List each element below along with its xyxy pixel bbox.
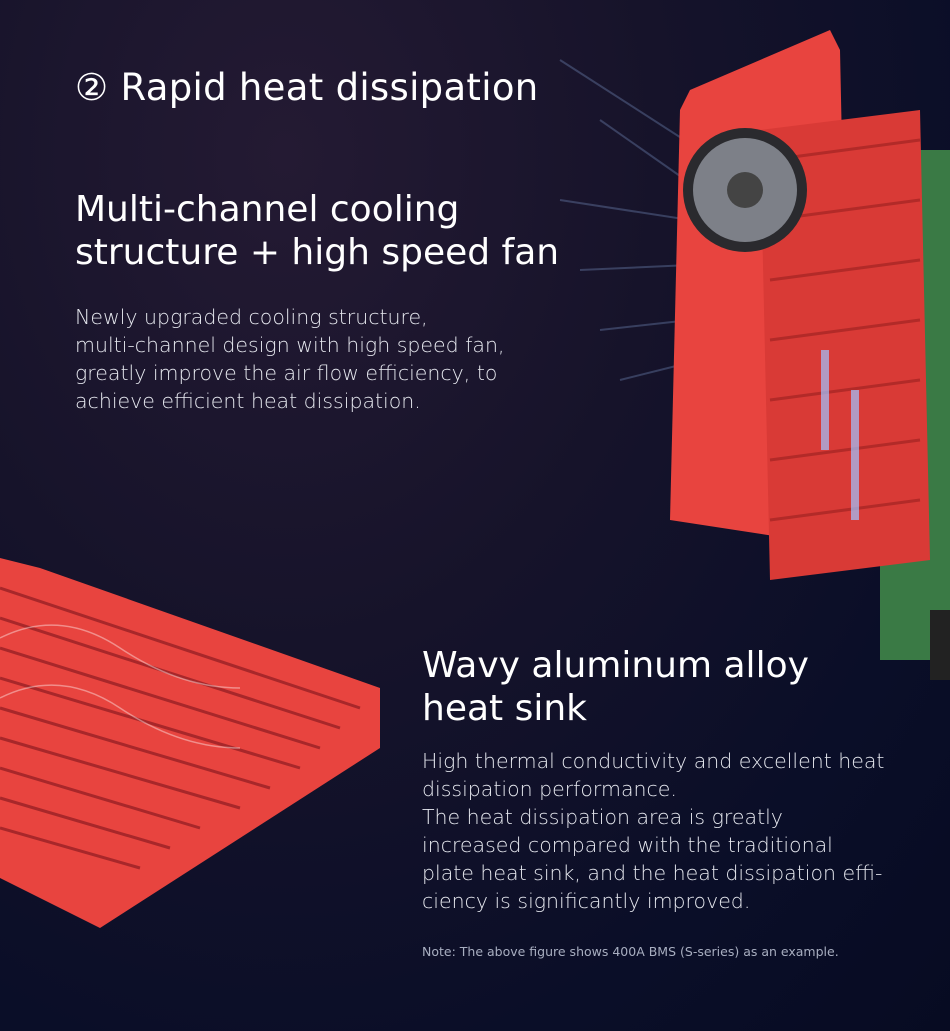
feature1-title: Multi-channel cooling structure + high s… [75, 188, 635, 274]
feature2-description: High thermal conductivity and excellent … [422, 747, 892, 915]
feature2-line: ciency is significantly improved. [422, 889, 751, 913]
feature2-line: increased compared with the traditional [422, 833, 833, 857]
feature2-line: High thermal conductivity and excellent … [422, 749, 885, 773]
feature2-line: The heat dissipation area is greatly [422, 805, 783, 829]
feature1-title-line: Multi-channel cooling [75, 189, 460, 230]
feature2-line: dissipation performance. [422, 777, 677, 801]
feature2-title: Wavy aluminum alloy heat sink [422, 644, 882, 730]
feature1-line: greatly improve the air flow efficiency,… [75, 361, 498, 385]
footnote: Note: The above figure shows 400A BMS (S… [422, 944, 839, 959]
feature2-line: plate heat sink, and the heat dissipatio… [422, 861, 883, 885]
wavy-heatsink-product-image [0, 558, 380, 928]
feature1-line: Newly upgraded cooling structure, [75, 305, 428, 329]
feature1-line: multi-channel design with high speed fan… [75, 333, 505, 357]
feature1-line: achieve efficient heat dissipation. [75, 389, 421, 413]
feature2-title-line: heat sink [422, 688, 588, 729]
feature2-title-line: Wavy aluminum alloy [422, 645, 809, 686]
feature1-description: Newly upgraded cooling structure, multi-… [75, 303, 575, 415]
section-title: ② Rapid heat dissipation [75, 66, 539, 109]
feature1-title-line: structure + high speed fan [75, 232, 560, 273]
fan-heatsink-product-image [670, 30, 950, 680]
